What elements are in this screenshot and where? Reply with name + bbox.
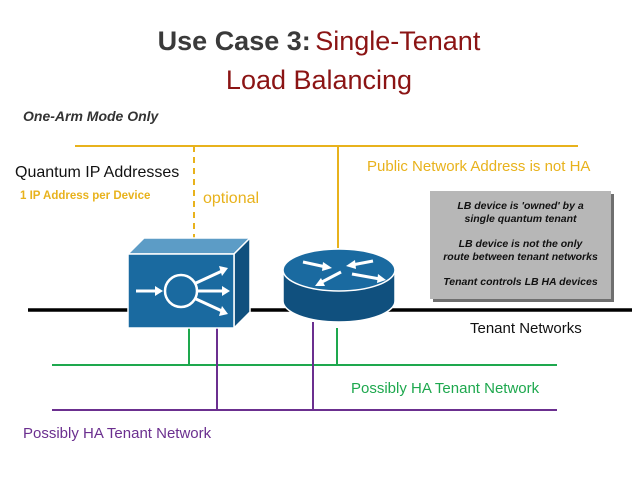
note-line: LB device is not the only	[458, 238, 583, 250]
ip-per-device-label: 1 IP Address per Device	[20, 190, 151, 202]
router-icon	[282, 248, 396, 323]
load-balancer-icon	[126, 236, 252, 330]
title-line1: Single-Tenant	[315, 26, 481, 56]
note-line: route between tenant networks	[443, 251, 598, 263]
mode-label: One-Arm Mode Only	[23, 108, 159, 124]
optional-label: optional	[203, 190, 260, 207]
tenant-networks-label: Tenant Networks	[470, 320, 582, 337]
title-line2: Load Balancing	[225, 65, 413, 95]
green-ha-network-label: Possibly HA Tenant Network	[351, 380, 540, 397]
note-line: single quantum tenant	[464, 213, 577, 225]
public-network-label: Public Network Address is not HA	[367, 158, 591, 175]
purple-ha-network-label: Possibly HA Tenant Network	[23, 425, 212, 442]
notes-box: LB device is 'owned' by a single quantum…	[430, 191, 611, 299]
quantum-ip-label: Quantum IP Addresses	[15, 164, 180, 181]
slide-title: Use Case 3: Single-Tenant Load Balancing	[0, 24, 638, 97]
note-line: LB device is 'owned' by a	[457, 200, 584, 212]
title-prefix: Use Case 3:	[157, 26, 311, 56]
note-line: Tenant controls LB HA devices	[443, 276, 598, 288]
